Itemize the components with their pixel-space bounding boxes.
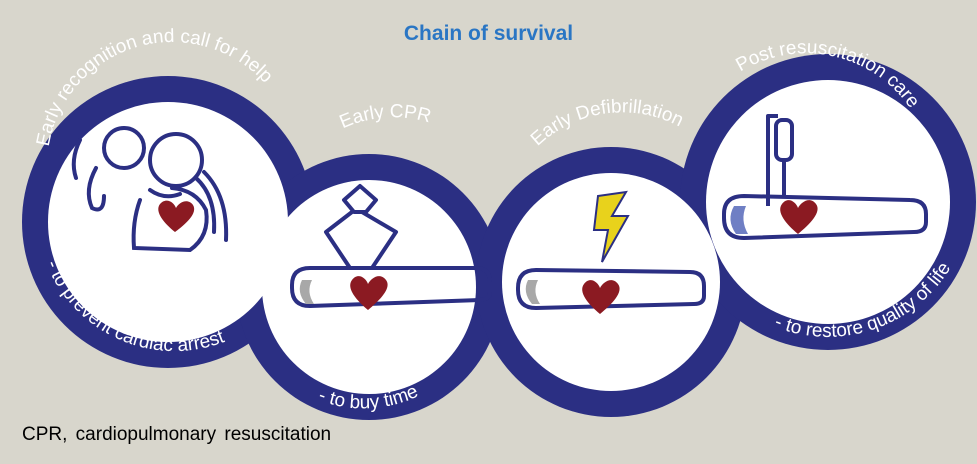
diagram-title: Chain of survival bbox=[0, 22, 977, 46]
footnote: CPR, cardiopulmonary resuscitation bbox=[22, 424, 331, 446]
link3-title: Early Defibrillation bbox=[527, 96, 687, 150]
link2-title: Early CPR bbox=[337, 101, 434, 133]
